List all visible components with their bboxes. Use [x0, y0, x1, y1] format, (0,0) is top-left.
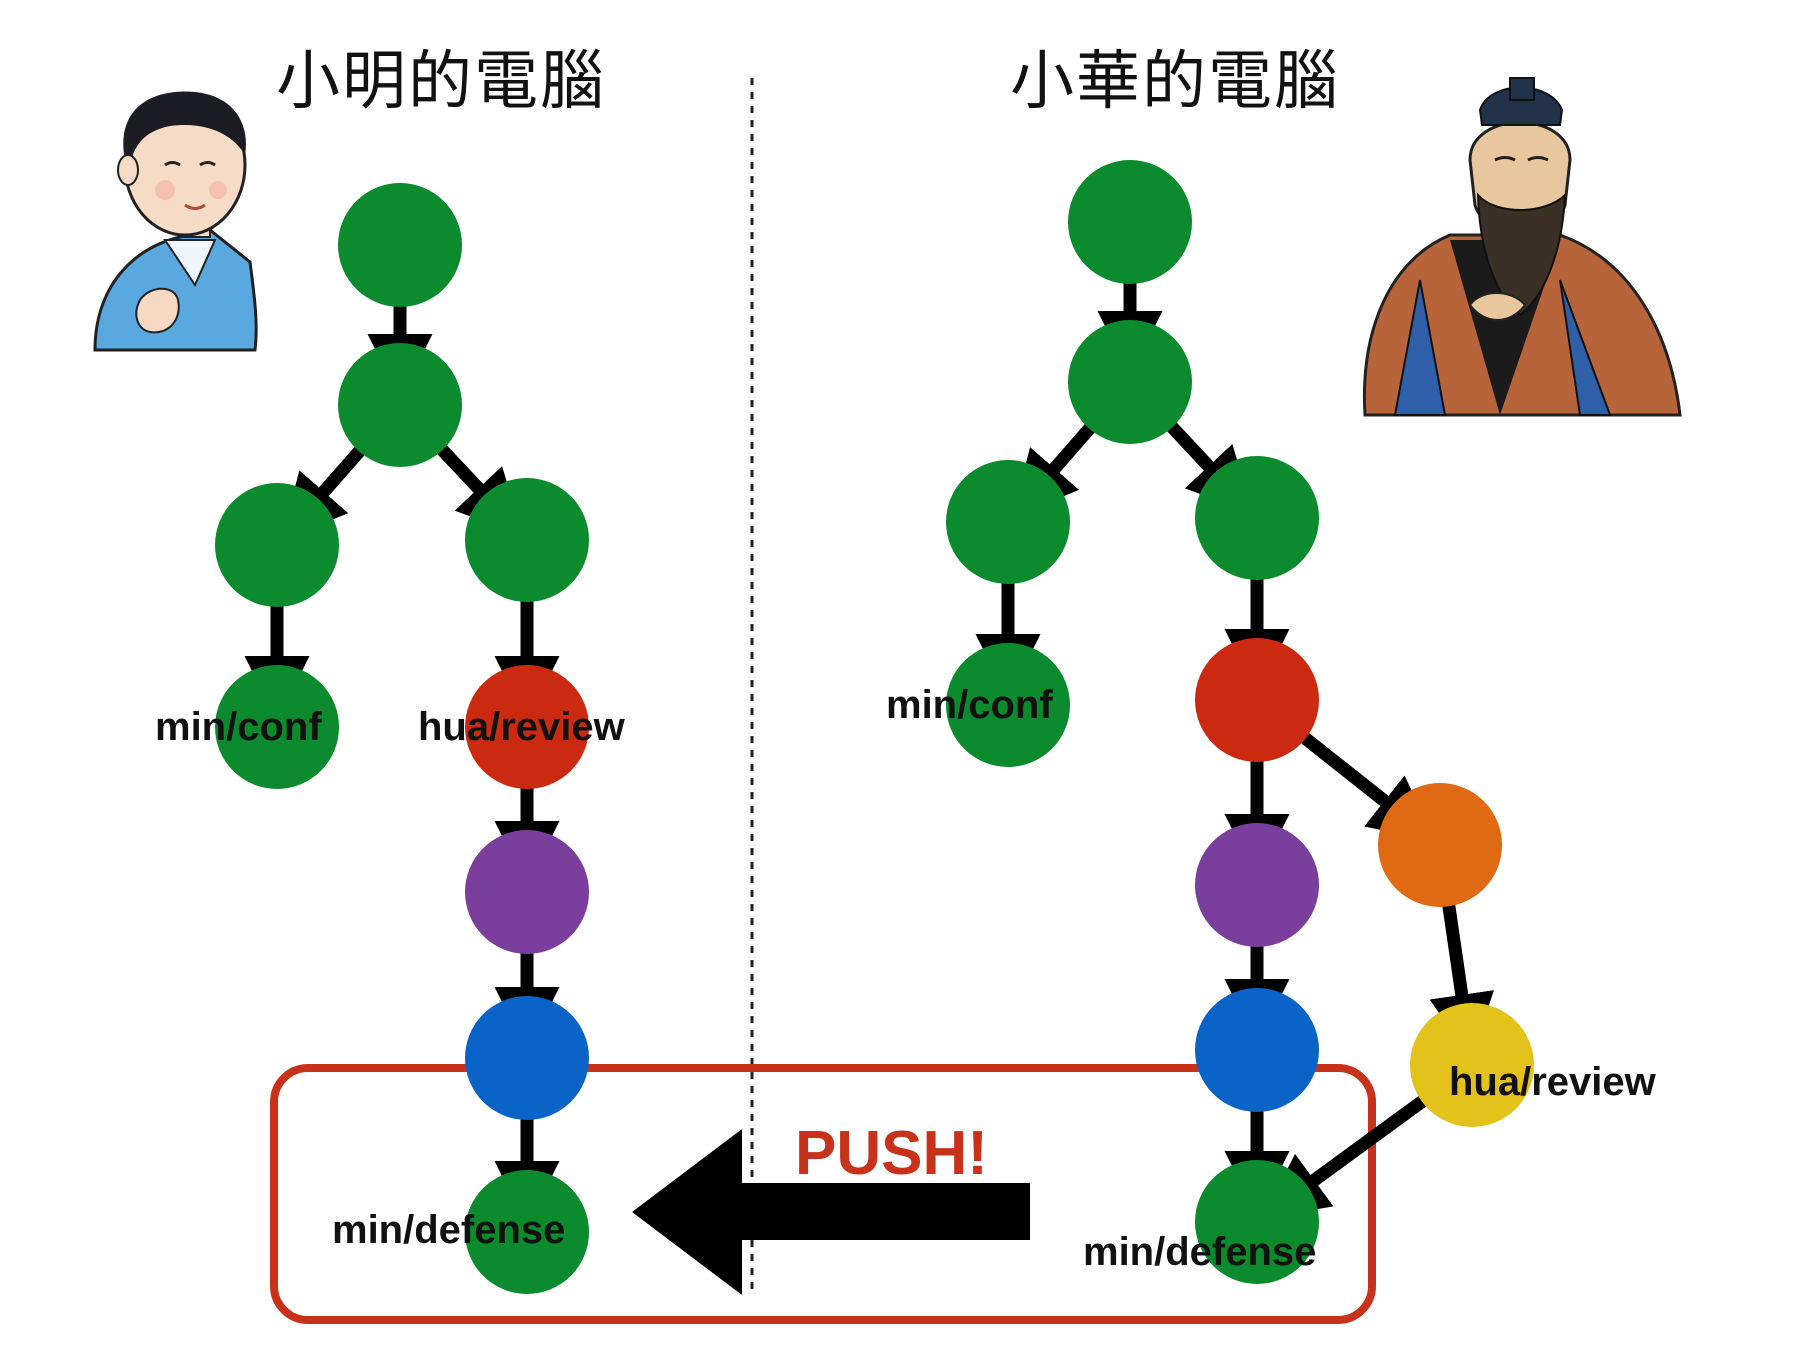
left-label-min-defense: min/defense	[332, 1208, 566, 1252]
push-arrow	[632, 1129, 1030, 1295]
commit-node-r2	[1068, 320, 1192, 444]
commit-node-r8	[1195, 823, 1319, 947]
right-label-min-conf: min/conf	[886, 683, 1053, 727]
commit-node-r4	[1195, 456, 1319, 580]
commit-node-r5	[946, 643, 1070, 767]
left-label-min-conf: min/conf	[155, 705, 322, 749]
right-label-min-defense: min/defense	[1083, 1230, 1317, 1274]
commit-node-l2	[338, 343, 462, 467]
edge-r10-r11	[1261, 1079, 1449, 1219]
commit-node-l4	[465, 478, 589, 602]
commit-node-r10	[1410, 1003, 1534, 1127]
boy-figure	[93, 91, 258, 352]
right-label-hua-review: hua/review	[1449, 1060, 1656, 1104]
commit-node-r3	[946, 460, 1070, 584]
highlight-box	[270, 1064, 1376, 1324]
commit-node-r6	[1195, 638, 1319, 762]
commit-node-r11	[1195, 1160, 1319, 1284]
commit-node-r9	[1195, 988, 1319, 1112]
commit-node-r1	[1068, 160, 1192, 284]
push-label: PUSH!	[795, 1119, 988, 1188]
commit-node-l6	[465, 665, 589, 789]
right-panel-title: 小華的電腦	[1010, 45, 1340, 119]
left-panel-title: 小明的電腦	[276, 45, 606, 119]
commit-node-r7	[1378, 783, 1502, 907]
commit-node-l1	[338, 183, 462, 307]
commit-node-l9	[465, 1170, 589, 1294]
commit-node-l5	[215, 665, 339, 789]
sage-figure	[1362, 77, 1682, 417]
left-label-hua-review: hua/review	[418, 705, 625, 749]
commit-node-l7	[465, 830, 589, 954]
commit-node-l3	[215, 483, 339, 607]
commit-node-l8	[465, 996, 589, 1120]
